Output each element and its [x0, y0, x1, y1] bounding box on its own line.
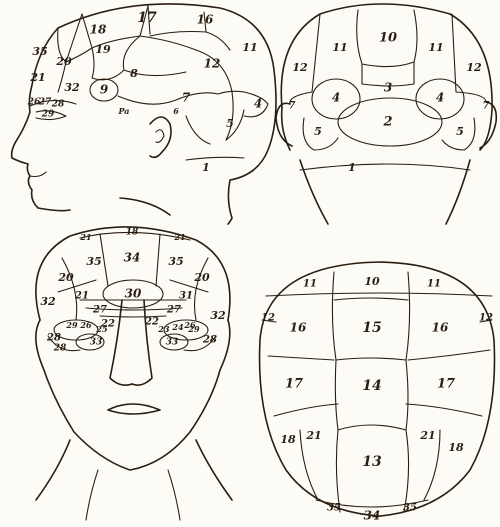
- top-view-region-label: 18: [448, 441, 464, 454]
- top-view-region-label: 14: [362, 378, 381, 394]
- top-view-region-label: 11: [303, 279, 317, 290]
- side-view-region-label: 4: [254, 97, 262, 111]
- front-view-region-label: 28: [202, 335, 217, 346]
- back-view-region-label: 7: [483, 101, 490, 112]
- side-view-region-label: 27: [38, 98, 52, 108]
- top-view-region-label: 12: [479, 313, 493, 324]
- side-view-region-label: 12: [204, 57, 221, 71]
- back-view-region-label: 4: [436, 91, 444, 105]
- top-view-region-label: 35: [327, 503, 341, 514]
- back-view-region-label: 5: [456, 125, 464, 138]
- front-view-region-label: 34: [124, 251, 141, 265]
- side-view-region-label: 35: [32, 45, 47, 58]
- back-view-region-label: 12: [292, 61, 308, 74]
- back-view-region-label: 3: [384, 81, 392, 95]
- side-view-region-label: 32: [64, 81, 80, 94]
- side-view-region-label: 7: [182, 91, 191, 105]
- front-view-region-label: 28: [53, 344, 67, 354]
- side-view-region-label: 29: [41, 110, 55, 120]
- front-view-region-label: 35: [168, 255, 183, 268]
- back-view-region-label: 7: [289, 101, 296, 112]
- side-view-region-label: 28: [51, 100, 65, 110]
- front-view-region-label: 32: [40, 295, 56, 308]
- back-view-region-label: 11: [332, 41, 347, 54]
- front-view-region-label: 24: [171, 322, 184, 332]
- side-view-region-label: 18: [90, 23, 107, 37]
- side-view-region-label: 19: [95, 43, 111, 56]
- back-view-region-label: 12: [466, 61, 482, 74]
- side-view-region-label: 6: [173, 106, 179, 116]
- top-view-region-label: 34: [364, 509, 381, 523]
- front-view-region-label: 29: [65, 320, 78, 330]
- front-view-region-label: 23: [157, 324, 170, 334]
- top-view-region-label: 12: [261, 313, 275, 324]
- front-view-region-label: 21: [79, 232, 91, 242]
- side-view-region-label: 16: [197, 13, 214, 27]
- side-view-region-label: 11: [242, 41, 257, 54]
- top-view-region-label: 16: [432, 321, 449, 335]
- front-view-region-label: 22: [144, 317, 159, 328]
- top-view-region-label: 21: [419, 429, 435, 442]
- side-view-region-label: 20: [55, 55, 72, 68]
- top-view-region-label: 13: [362, 454, 382, 470]
- front-view-region-label: 20: [57, 271, 74, 284]
- front-view-region-label: 33: [90, 338, 103, 348]
- side-view-region-label: 5: [226, 117, 234, 130]
- front-view-region-label: 29: [187, 324, 200, 334]
- side-view-region-label: 17: [137, 10, 157, 26]
- side-view-region-label: Pa: [118, 106, 130, 116]
- front-view-region-label: 35: [86, 255, 101, 268]
- front-view-region-label: 21: [173, 232, 185, 242]
- front-view-region-label: 27: [92, 305, 107, 316]
- side-view-region-label: 21: [29, 71, 45, 84]
- front-view-region-label: 32: [210, 309, 226, 322]
- back-view-region-label: 10: [379, 31, 397, 46]
- side-view-region-label: 1: [202, 161, 210, 174]
- side-view-region-label: 8: [130, 67, 138, 80]
- front-view-region-label: 21: [74, 291, 89, 302]
- front-view-region-label: 20: [193, 271, 210, 284]
- back-view-region-label: 5: [314, 125, 322, 138]
- top-view-region-label: 16: [290, 321, 307, 335]
- front-view-region-label: 33: [166, 338, 179, 348]
- back-view-region-label: 11: [428, 41, 443, 54]
- top-view-region-label: 17: [285, 377, 303, 392]
- front-view-region-label: 27: [166, 305, 181, 316]
- top-view-region-label: 10: [364, 275, 380, 288]
- back-view-region-label: 1: [348, 161, 356, 174]
- side-view-region-label: 9: [100, 83, 109, 97]
- back-view-region-label: 2: [382, 115, 392, 130]
- top-view-region-label: 17: [437, 377, 455, 392]
- back-view-region-label: 4: [332, 91, 340, 105]
- front-view-region-label: 31: [179, 291, 193, 302]
- front-view-region-label: 18: [126, 228, 139, 238]
- front-view-region-label: 26: [79, 320, 92, 330]
- top-view-region-label: 35: [403, 503, 417, 514]
- front-view-region-label: 30: [125, 287, 142, 301]
- top-view-region-label: 18: [280, 433, 296, 446]
- top-view-region-label: 11: [427, 279, 441, 290]
- front-view-region-label: 25: [95, 324, 108, 334]
- top-view-region-label: 15: [362, 320, 381, 336]
- front-view-region-label: 28: [46, 333, 61, 344]
- top-view-region-label: 21: [305, 429, 321, 442]
